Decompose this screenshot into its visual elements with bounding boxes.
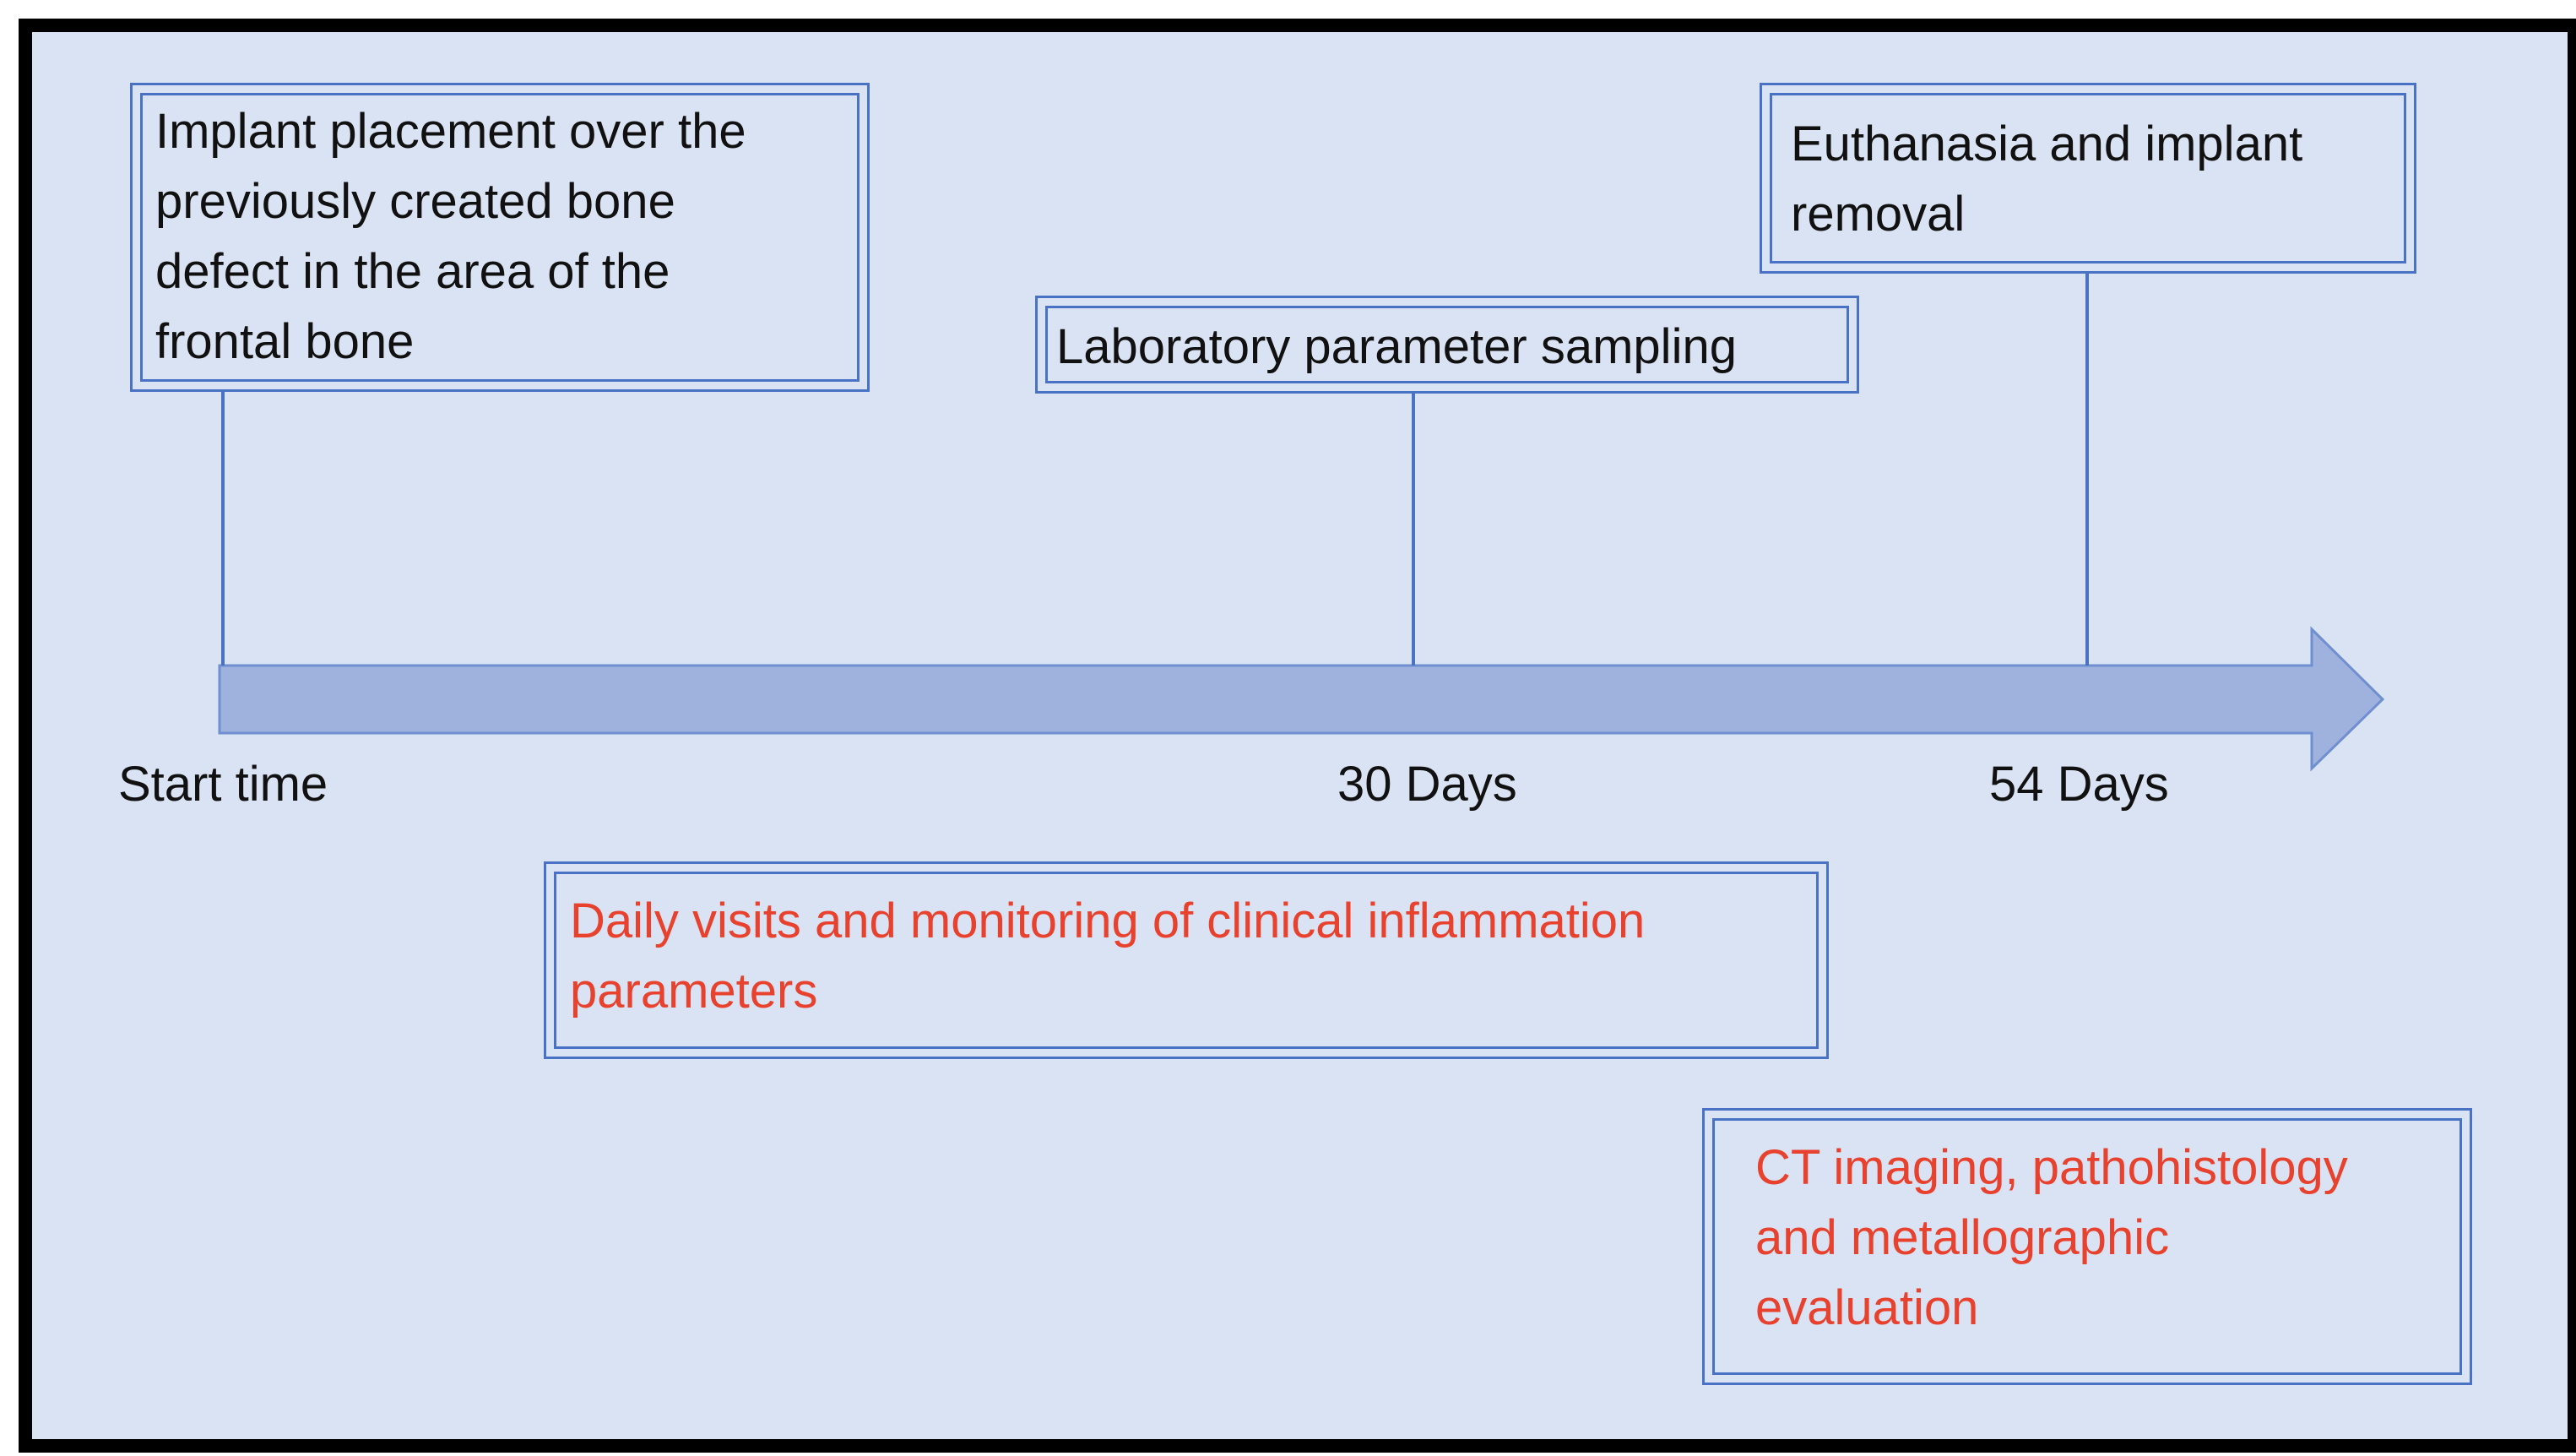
- euthanasia-line-1: Euthanasia and implant: [1791, 117, 2303, 171]
- note-box-daily-visits: Daily visits and monitoring of clinical …: [544, 861, 1829, 1059]
- box-inner-border: [1045, 306, 1849, 383]
- box-inner-border: [140, 93, 860, 382]
- event-box-lab: Laboratory parameter sampling: [1035, 296, 1859, 394]
- euthanasia-line-2: removal: [1791, 187, 1966, 242]
- ct-line-2: and metallographic: [1755, 1210, 2170, 1265]
- event-box-implant: Implant placement over the previously cr…: [130, 83, 870, 392]
- label-30-days: 30 Days: [1337, 757, 1517, 812]
- ct-line-1: CT imaging, pathohistology: [1755, 1140, 2348, 1195]
- label-54-days: 54 Days: [1989, 757, 2169, 812]
- daily-line-1: Daily visits and monitoring of clinical …: [570, 894, 1646, 948]
- daily-line-2: parameters: [570, 964, 818, 1019]
- implant-line-3: defect in the area of the: [155, 244, 670, 299]
- timeline-arrow: [218, 626, 2385, 772]
- box-inner-border: [554, 872, 1819, 1049]
- event-box-euthanasia: Euthanasia and implant removal: [1760, 83, 2416, 274]
- lab-line-1: Laboratory parameter sampling: [1056, 319, 1737, 374]
- implant-line-1: Implant placement over the: [155, 104, 746, 159]
- implant-line-4: frontal bone: [155, 314, 415, 369]
- implant-line-2: previously created bone: [155, 174, 675, 229]
- box-inner-border: [1770, 93, 2406, 263]
- note-box-ct-imaging: CT imaging, pathohistology and metallogr…: [1702, 1108, 2472, 1385]
- label-start-time: Start time: [118, 757, 328, 812]
- box-inner-border: [1712, 1118, 2462, 1375]
- ct-line-3: evaluation: [1755, 1280, 1979, 1335]
